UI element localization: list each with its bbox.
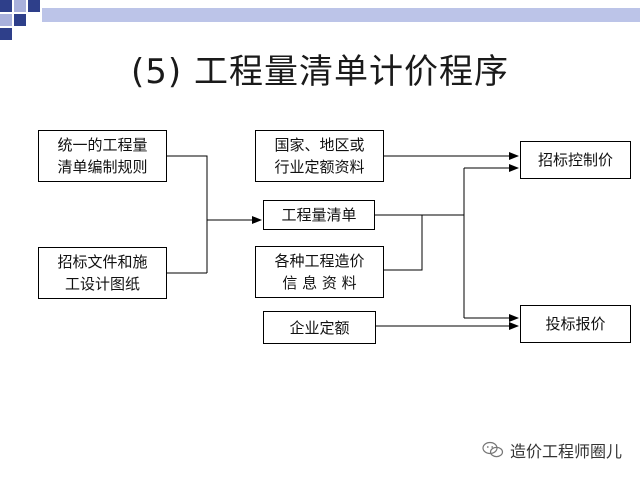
- page-title: (5) 工程量清单计价程序: [131, 52, 509, 92]
- wechat-icon: [482, 441, 504, 458]
- box-bid-price: 投标报价: [520, 305, 631, 343]
- corner-decoration: [0, 0, 640, 40]
- watermark-text: 造价工程师圈儿: [510, 442, 623, 461]
- connector-rules: [167, 155, 208, 273]
- box-enterprise-quota: 企业定额: [263, 311, 376, 344]
- connector-price-info: [384, 215, 423, 271]
- box-control-price: 招标控制价: [520, 141, 631, 179]
- box-price-info: 各种工程造价 信 息 资 料: [255, 246, 384, 298]
- box-bill-rules: 统一的工程量 清单编制规则: [38, 130, 167, 182]
- box-quota-data: 国家、地区或 行业定额资料: [255, 130, 384, 182]
- box-bill-of-quantities: 工程量清单: [263, 200, 375, 230]
- box-bidding-documents: 招标文件和施 工设计图纸: [38, 247, 167, 299]
- watermark: 造价工程师圈儿: [482, 438, 622, 462]
